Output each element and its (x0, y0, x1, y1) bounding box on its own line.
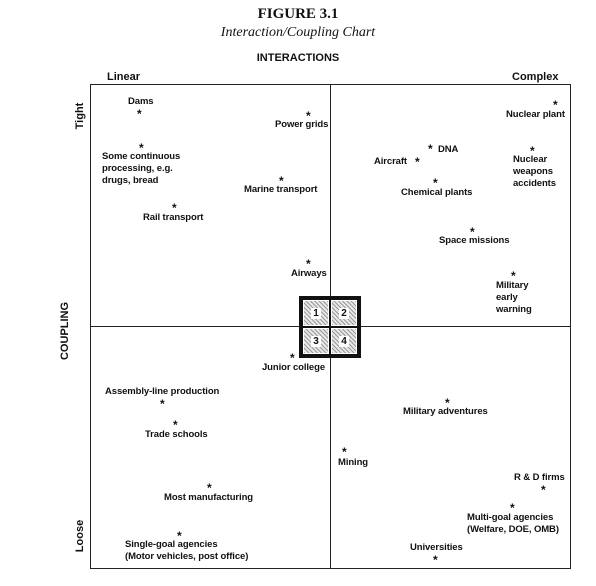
quadrant-key: 1 2 3 4 (299, 296, 361, 358)
marker-single-goal-agencies: * (177, 529, 182, 543)
quadrant-2-cell: 2 (331, 300, 357, 326)
label-universities: Universities (410, 542, 463, 553)
label-trade-schools: Trade schools (145, 429, 208, 440)
label-continuous-processing-3: drugs, bread (102, 175, 159, 186)
quadrant-1-cell: 1 (303, 300, 329, 326)
marker-multi-goal-agencies: * (510, 501, 515, 515)
label-continuous-processing-2: processing, e.g. (102, 163, 173, 174)
label-military-early-warning-2: early (496, 292, 518, 303)
marker-space-missions: * (470, 225, 475, 239)
label-military-early-warning-3: warning (496, 304, 532, 315)
marker-power-grids: * (306, 109, 311, 123)
marker-rail-transport: * (172, 201, 177, 215)
label-continuous-processing-1: Some continuous (102, 151, 181, 162)
marker-mining: * (342, 445, 347, 459)
marker-assembly-line: * (160, 397, 165, 411)
label-military-early-warning-1: Military (496, 280, 529, 291)
label-multi-goal-agencies-2: (Welfare, DOE, OMB) (467, 524, 559, 535)
y-axis-bottom-label: Loose (74, 519, 86, 553)
marker-chemical-plants: * (433, 176, 438, 190)
marker-rd-firms: * (541, 483, 546, 497)
quadrant-3-cell: 3 (303, 328, 329, 354)
label-military-adventures: Military adventures (403, 406, 488, 417)
label-power-grids: Power grids (275, 119, 329, 130)
label-dna: DNA (438, 144, 459, 155)
label-assembly-line: Assembly-line production (105, 386, 220, 397)
label-rd-firms: R & D firms (514, 472, 565, 483)
label-nuclear-weapons-accidents-1: Nuclear (513, 154, 548, 165)
marker-nuclear-plant: * (553, 98, 558, 112)
marker-military-early-warning: * (511, 269, 516, 283)
label-aircraft: Aircraft (374, 156, 407, 167)
label-marine-transport: Marine transport (244, 184, 318, 195)
label-single-goal-agencies-1: Single-goal agencies (125, 539, 218, 550)
label-airways: Airways (291, 268, 327, 279)
x-axis-title: INTERACTIONS (256, 52, 340, 64)
label-dams: Dams (128, 96, 154, 107)
marker-junior-college: * (290, 351, 295, 365)
label-nuclear-weapons-accidents-2: weapons (513, 166, 553, 177)
label-junior-college: Junior college (262, 362, 326, 373)
marker-military-adventures: * (445, 396, 450, 410)
label-multi-goal-agencies-1: Multi-goal agencies (467, 512, 554, 523)
x-axis-left-label: Linear (107, 71, 141, 83)
marker-universities: * (433, 553, 438, 567)
label-space-missions: Space missions (439, 235, 510, 246)
quadrant-4-cell: 4 (331, 328, 357, 354)
marker-dna: * (428, 142, 433, 156)
marker-aircraft: * (415, 155, 420, 169)
label-chemical-plants: Chemical plants (401, 187, 473, 198)
marker-trade-schools: * (173, 418, 178, 432)
marker-nuclear-weapons-accidents: * (530, 144, 535, 158)
marker-most-manufacturing: * (207, 481, 212, 495)
label-rail-transport: Rail transport (143, 212, 204, 223)
marker-continuous-processing: * (139, 141, 144, 155)
marker-marine-transport: * (279, 174, 284, 188)
marker-airways: * (306, 257, 311, 271)
label-nuclear-plant: Nuclear plant (506, 109, 565, 120)
marker-dams: * (137, 107, 142, 121)
label-single-goal-agencies-2: (Motor vehicles, post office) (125, 551, 249, 562)
label-most-manufacturing: Most manufacturing (164, 492, 253, 503)
label-mining: Mining (338, 457, 369, 468)
label-nuclear-weapons-accidents-3: accidents (513, 178, 556, 189)
y-axis-top-label: Tight (74, 102, 86, 130)
x-axis-right-label: Complex (512, 71, 559, 83)
figure-title: FIGURE 3.1 (257, 6, 339, 22)
figure-subtitle: Interaction/Coupling Chart (220, 25, 376, 40)
y-axis-title: COUPLING (59, 301, 71, 361)
